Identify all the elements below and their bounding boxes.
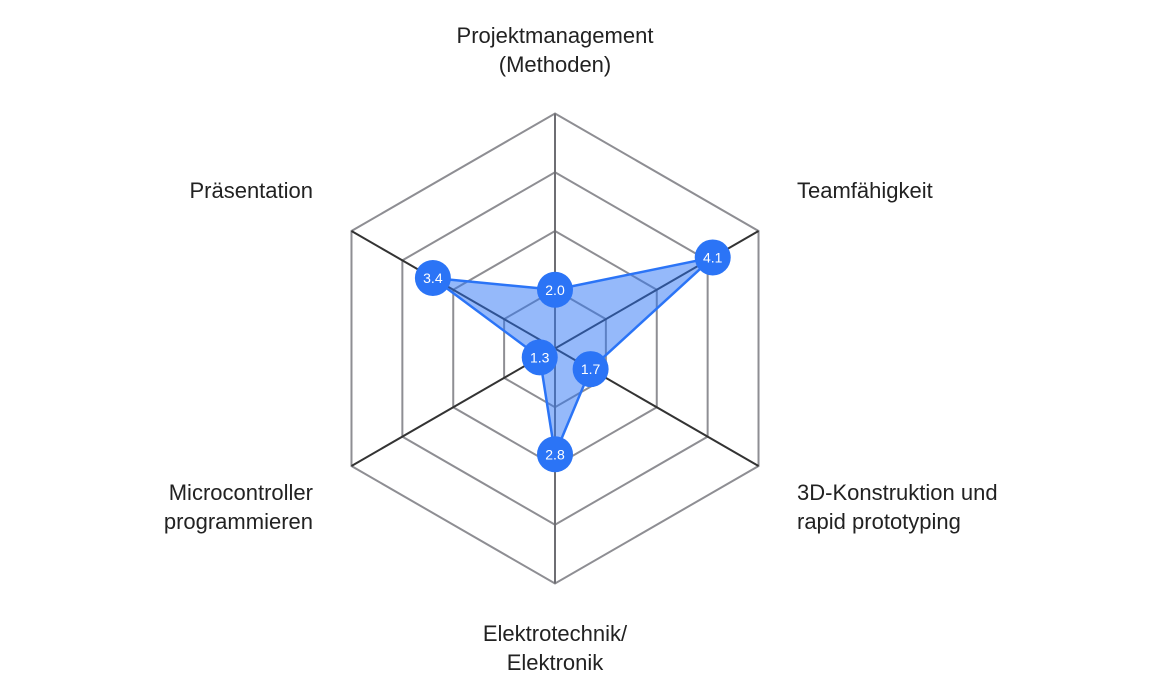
- axis-label-praesentation: Präsentation: [189, 176, 313, 205]
- axis-label-line: rapid prototyping: [797, 509, 961, 534]
- axis-label-microcontroller: Microcontroller programmieren: [164, 478, 313, 536]
- axis-label-line: Teamfähigkeit: [797, 178, 933, 203]
- data-point: [537, 436, 573, 473]
- axis-label-line: Microcontroller: [168, 480, 313, 505]
- data-point: [694, 239, 731, 276]
- data-point: [521, 339, 558, 376]
- axis-label-line: Elektronik: [506, 650, 604, 675]
- data-label: 1.7: [581, 361, 601, 377]
- series-area: [431, 256, 714, 456]
- data-point: [572, 351, 609, 388]
- axis-spoke: [350, 347, 556, 467]
- axis-label-line: Elektrotechnik/: [482, 621, 628, 646]
- data-point: [414, 260, 451, 296]
- axis-label-line: Projektmanagement: [456, 23, 654, 48]
- axis-label-line: programmieren: [163, 509, 313, 534]
- axis-label-line: (Methoden): [498, 52, 612, 77]
- axis-label-elektrotechnik: Elektrotechnik/ Elektronik: [483, 619, 627, 677]
- axis-label-projektmanagement: Projektmanagement (Methoden): [457, 21, 654, 79]
- data-point: [537, 271, 573, 308]
- axis-label-3d-konstruktion: 3D-Konstruktion und rapid prototyping: [797, 478, 998, 536]
- data-label: 1.3: [530, 349, 550, 365]
- axis-label-teamfaehigkeit: Teamfähigkeit: [797, 176, 933, 205]
- axis-label-line: Präsentation: [189, 178, 313, 203]
- data-label: 2.8: [545, 446, 565, 462]
- data-label: 4.1: [703, 249, 723, 265]
- data-label: 3.4: [423, 270, 443, 286]
- data-label: 2.0: [545, 282, 565, 298]
- axis-label-line: 3D-Konstruktion und: [797, 480, 998, 505]
